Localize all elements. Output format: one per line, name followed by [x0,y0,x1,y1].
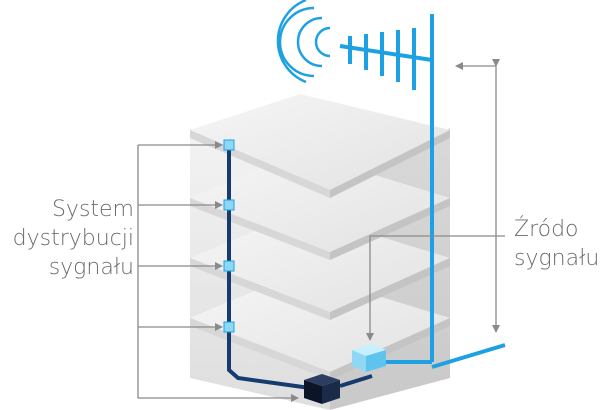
indoor-antenna-node-icon [223,199,235,211]
signal-source-label: Źródo sygnału [514,215,599,273]
indoor-antenna-node-icon [223,321,235,333]
donor-unit-icon [352,344,386,372]
yagi-antenna-icon [339,28,433,90]
indoor-antenna-nodes [223,139,235,333]
outdoor-cable [431,343,506,369]
distribution-system-label: System dystrybucji sygnału [13,195,134,282]
signal-waves-icon [276,0,331,84]
indoor-antenna-node-icon [223,139,235,151]
floor-2 [190,152,450,260]
source-label-line-1: Źródo [514,217,579,242]
distribution-cable [227,145,373,390]
indoor-antenna-node-icon [223,260,235,272]
distribution-label-line-2: dystrybucji [12,226,134,251]
source-label-line-2: sygnału [514,246,600,271]
amplifier-box-icon [304,374,340,404]
distribution-label-line-3: sygnału [48,255,134,280]
source-callouts [366,59,505,341]
distribution-callouts [137,141,299,402]
floor-3 [190,212,450,320]
distribution-label-line-1: System [51,197,134,222]
